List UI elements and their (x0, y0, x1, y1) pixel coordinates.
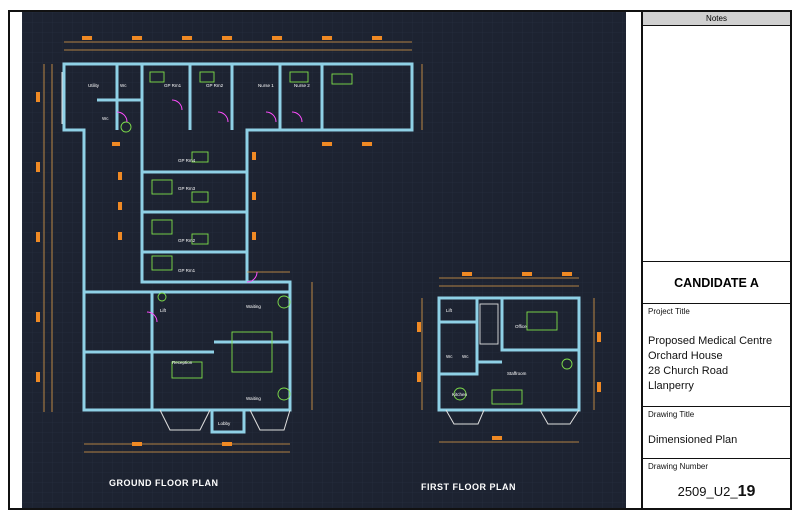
drawing-number-label: Drawing Number (648, 462, 709, 471)
drawing-title-label: Drawing Title (648, 410, 695, 419)
room-label: Office (515, 324, 527, 329)
room-label: Wc (102, 116, 109, 121)
room-label: GP Rm2 (206, 83, 224, 88)
drawing-number-prefix: 2509_U2_ (677, 484, 738, 499)
room-label: Kitchen (452, 392, 468, 397)
room-label: Lobby (218, 421, 231, 426)
room-label: Wc (462, 354, 469, 359)
first-floor-dimension-tags (417, 272, 601, 440)
room-label: Nurse 2 (294, 83, 310, 88)
title-block: Notes CANDIDATE A Project Title Proposed… (641, 12, 790, 508)
notes-header: Notes (643, 12, 790, 26)
drawing-sheet-frame (8, 10, 792, 510)
cad-grid (22, 12, 626, 508)
room-label: Wc (120, 83, 127, 88)
room-label: Reception (172, 360, 193, 365)
room-label: Staffroom (507, 371, 527, 376)
drawing-number-box: Drawing Number 2509_U2_19 (643, 459, 790, 508)
first-floor-bays (445, 409, 580, 425)
candidate-name: CANDIDATE A (643, 262, 790, 304)
room-label: GP Rm4 (178, 158, 196, 163)
first-floor-plan-label: FIRST FLOOR PLAN (421, 482, 516, 492)
room-label: GP Rm3 (178, 186, 196, 191)
room-label: GP Rm2 (178, 238, 196, 243)
ground-floor-furniture (120, 71, 353, 401)
room-label: Waiting (246, 304, 261, 309)
room-label: Nurse 1 (258, 83, 274, 88)
room-label: GP Rm1 (178, 268, 196, 273)
project-line: Proposed Medical Centre (648, 335, 773, 347)
room-label: Wc (446, 354, 453, 359)
drawing-number-suffix: 19 (737, 483, 756, 500)
project-line: Llanperry (648, 380, 694, 392)
room-label: GP Rm1 (164, 83, 182, 88)
ground-floor-bays (61, 72, 291, 431)
project-line: 28 Church Road (648, 365, 729, 377)
room-label: Lift (160, 308, 167, 313)
cad-viewport[interactable]: Utility Wc Wc GP Rm1 GP Rm2 Nurse 1 Nurs… (22, 12, 626, 508)
first-floor-furniture (453, 303, 573, 405)
project-title-box: Project Title Proposed Medical Centre Or… (643, 304, 790, 407)
drawing-title-box: Drawing Title Dimensioned Plan (643, 407, 790, 459)
ground-floor-dimensions (43, 41, 423, 453)
notes-area[interactable] (643, 26, 790, 262)
ground-floor-doors (116, 99, 303, 323)
project-title-label: Project Title (648, 307, 690, 316)
ground-floor-walls (62, 62, 414, 434)
ground-floor-plan-label: GROUND FLOOR PLAN (109, 478, 219, 488)
floor-plan-drawing: Utility Wc Wc GP Rm1 GP Rm2 Nurse 1 Nurs… (22, 12, 626, 508)
drawing-title: Dimensioned Plan (648, 434, 738, 446)
ground-floor-dimension-tags (36, 36, 382, 446)
first-floor-dimensions (421, 277, 595, 443)
room-label: Lift (446, 308, 453, 313)
drawing-number: 2509_U2_19 (643, 483, 790, 501)
project-line: Orchard House (648, 350, 723, 362)
room-label: Utility (88, 83, 100, 88)
room-label: Waiting (246, 396, 261, 401)
